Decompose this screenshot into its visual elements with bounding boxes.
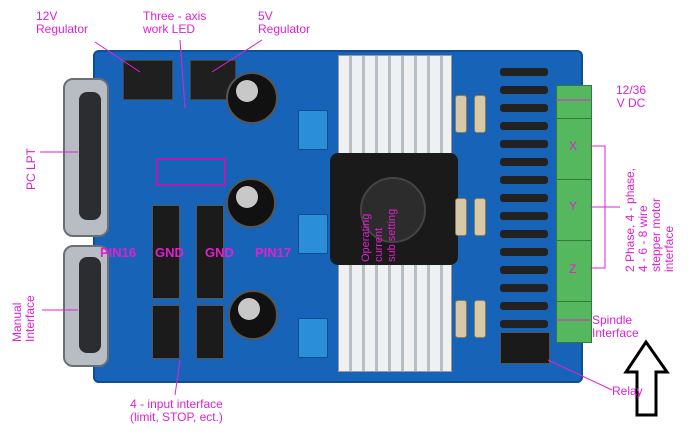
cooling-fan xyxy=(330,153,458,265)
diode xyxy=(500,140,548,148)
optocoupler-chip-3 xyxy=(152,305,180,359)
capacitor-middle xyxy=(226,178,276,228)
lpt-connector xyxy=(63,78,109,237)
diode xyxy=(500,176,548,184)
label-three-axis-led: Three - axis work LED xyxy=(143,9,207,36)
optocoupler-chip-1 xyxy=(152,205,180,299)
terminal-block-spindle xyxy=(556,301,592,343)
pin17-label: PIN17 xyxy=(255,245,292,260)
diode xyxy=(500,230,548,238)
diode xyxy=(500,266,548,274)
resistor xyxy=(474,95,486,133)
diode xyxy=(500,104,548,112)
diode xyxy=(500,248,548,256)
gnd-label-1: GND xyxy=(155,245,184,260)
relay-component xyxy=(500,332,550,364)
label-manual-interface: Manual Interface xyxy=(10,295,37,342)
dip-switch-y[interactable] xyxy=(298,214,328,254)
label-relay: Relay xyxy=(612,384,643,398)
diode xyxy=(500,284,548,292)
terminal-block-z xyxy=(556,240,592,302)
resistor xyxy=(455,95,467,133)
diode xyxy=(500,86,548,94)
diode xyxy=(500,194,548,202)
label-input-interface: 4 - input interface (limit, STOP, ect.) xyxy=(130,397,223,424)
capacitor-top xyxy=(226,72,278,124)
resistor xyxy=(474,300,486,338)
led-highlight-box xyxy=(156,158,226,186)
diode xyxy=(500,212,548,220)
fan-hub xyxy=(360,177,426,243)
diode xyxy=(500,158,548,166)
label-spindle-interface: Spindle Interface xyxy=(592,313,639,340)
terminal-block-power xyxy=(556,85,592,119)
dip-switch-x[interactable] xyxy=(298,110,328,150)
heatsink-top xyxy=(338,55,452,157)
resistor xyxy=(455,198,467,236)
gnd-label-2: GND xyxy=(205,245,234,260)
label-axis-y: Y xyxy=(569,199,578,213)
label-vdc: 12/36 V DC xyxy=(616,83,647,110)
label-12v-regulator: 12V Regulator xyxy=(36,9,89,36)
capacitor-bottom xyxy=(228,290,278,340)
label-axis-z: Z xyxy=(569,262,577,276)
up-arrow-outline-icon xyxy=(623,339,670,417)
resistor xyxy=(455,300,467,338)
pin16-label: PIN16 xyxy=(100,245,137,260)
heatsink-bottom xyxy=(338,262,452,372)
label-stepper-motor-interface: 2 Phase, 4 - phase, 4 - 6 - 8 wire stepp… xyxy=(623,167,676,272)
diode xyxy=(500,320,548,328)
diode xyxy=(500,122,548,130)
diode xyxy=(500,68,548,76)
optocoupler-chip-4 xyxy=(196,305,224,359)
label-pc-lpt: PC LPT xyxy=(24,147,38,190)
optocoupler-chip-2 xyxy=(196,205,224,299)
resistor xyxy=(474,198,486,236)
label-5v-regulator: 5V Regulator xyxy=(258,9,311,36)
manual-connector xyxy=(63,245,109,367)
label-operating-current: Operating current sub setting xyxy=(360,208,398,262)
dip-switch-z[interactable] xyxy=(298,318,328,358)
diode xyxy=(500,302,548,310)
label-axis-x: X xyxy=(569,139,578,153)
